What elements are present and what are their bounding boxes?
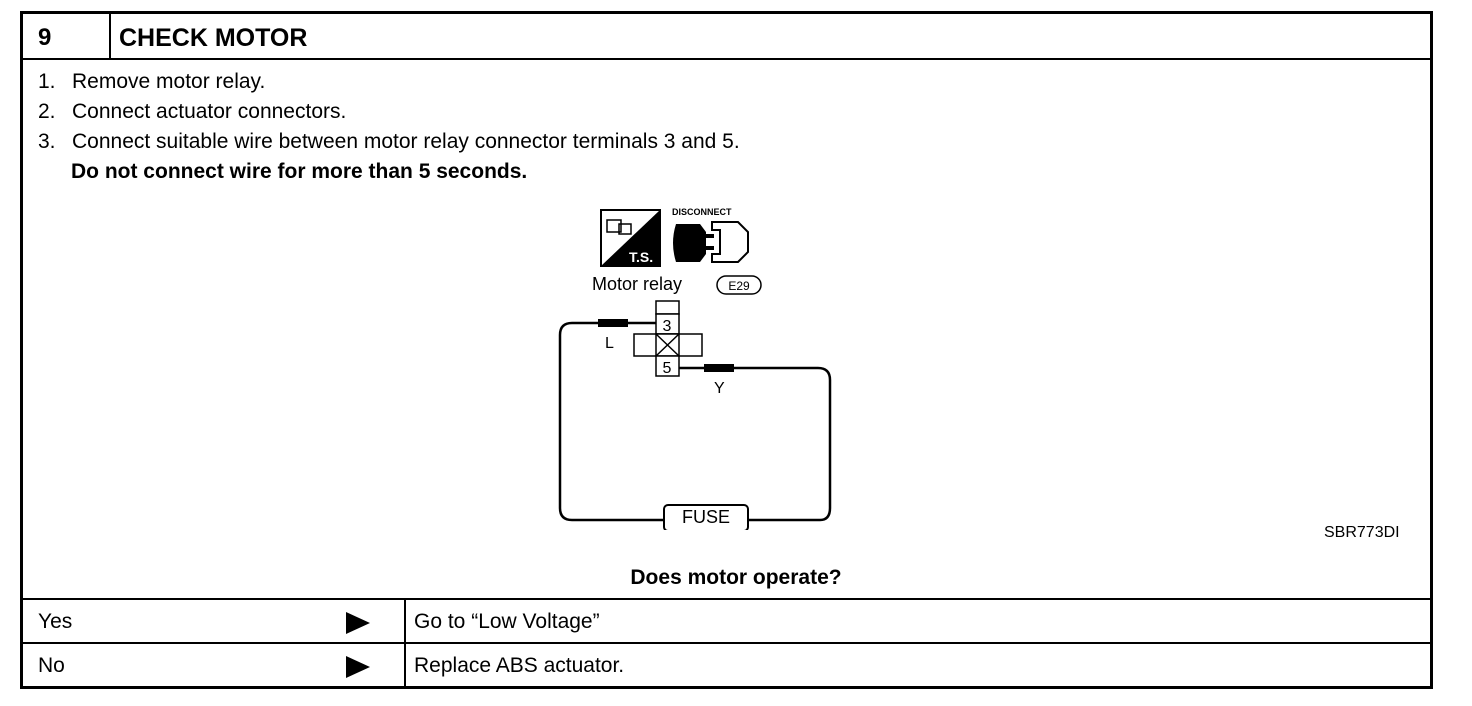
- wiring-diagram: T.S. DISCONNECT Motor relay E29 3 5 L Y …: [558, 207, 832, 530]
- connector-badge: [716, 275, 762, 295]
- step-text: Connect actuator connectors.: [72, 100, 347, 123]
- result-answer-yes: Yes: [38, 610, 73, 633]
- wire-y-probe: [704, 364, 734, 372]
- wire-l-label: L: [605, 335, 614, 352]
- ts-icon: T.S.: [600, 209, 661, 267]
- step-text: Connect suitable wire between motor rela…: [72, 130, 740, 153]
- step-num: 1.: [38, 70, 56, 93]
- instruction-step-2: 2. Connect actuator connectors.: [38, 100, 346, 124]
- disconnect-label: DISCONNECT: [672, 207, 732, 217]
- fuse-box: [663, 504, 749, 530]
- question-text: Does motor operate?: [630, 566, 842, 589]
- step-text: Remove motor relay.: [72, 70, 266, 93]
- wire-y-label: Y: [714, 380, 725, 397]
- step-num: 2.: [38, 100, 56, 123]
- arrow-right-icon: [346, 612, 370, 634]
- instruction-step-1: 1. Remove motor relay.: [38, 70, 265, 94]
- connector-code: E29: [728, 279, 750, 293]
- results-divider: [404, 598, 406, 687]
- header-divider: [109, 14, 111, 60]
- results-middle-rule: [22, 642, 1431, 644]
- warning-text: Do not connect wire for more than 5 seco…: [71, 160, 528, 183]
- result-action-no: Replace ABS actuator.: [414, 654, 625, 677]
- instruction-step-3: 3. Connect suitable wire between motor re…: [38, 130, 740, 154]
- step-title: CHECK MOTOR: [119, 24, 308, 52]
- results-top-rule: [22, 598, 1431, 600]
- ts-label: T.S.: [629, 249, 653, 265]
- header-bottom-rule: [22, 58, 1431, 60]
- step-number: 9: [38, 24, 52, 51]
- figure-code: SBR773DI: [1324, 524, 1400, 541]
- terminal-5-label: 5: [663, 360, 672, 377]
- arrow-right-icon: [346, 656, 370, 678]
- result-action-yes: Go to “Low Voltage”: [414, 610, 600, 633]
- result-answer-no: No: [38, 654, 65, 677]
- disconnect-icon: DISCONNECT: [672, 207, 749, 263]
- step-num: 3.: [38, 130, 56, 153]
- fuse-label: FUSE: [682, 507, 730, 527]
- relay-label: Motor relay: [592, 274, 682, 294]
- procedure-table: [20, 11, 1433, 689]
- wire-l-probe: [598, 319, 628, 327]
- terminal-3-label: 3: [663, 318, 672, 335]
